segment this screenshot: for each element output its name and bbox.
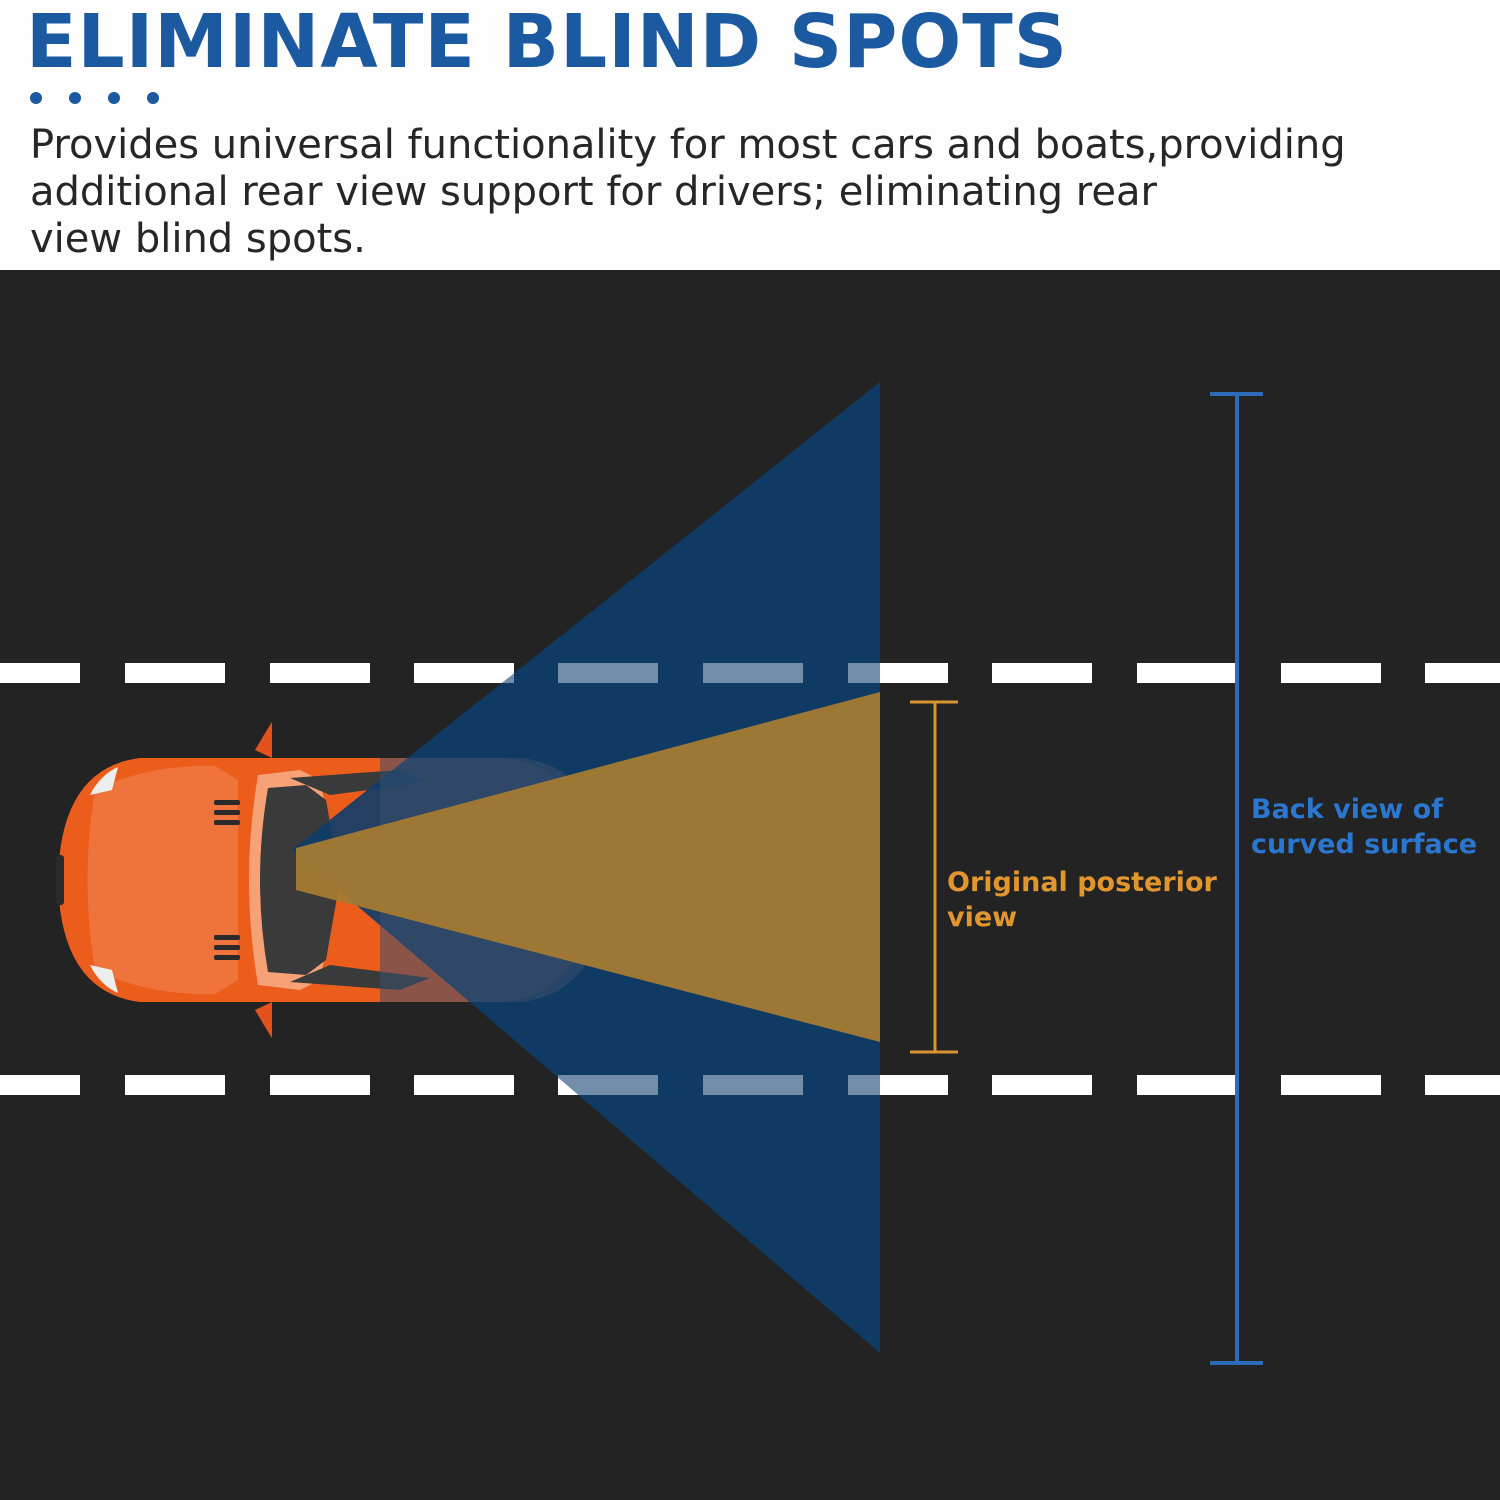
dot <box>69 92 81 104</box>
lane-line-through-cone <box>414 663 880 1095</box>
original-view-label: Original posterior view <box>947 865 1217 935</box>
label-line: view <box>947 902 1018 933</box>
curved-view-label: Back view of curved surface <box>1251 792 1477 862</box>
original-view-cone <box>296 692 880 1042</box>
decorative-dots <box>30 92 159 104</box>
dot <box>108 92 120 104</box>
curved-view-bracket <box>1210 392 1263 1365</box>
label-line: Original posterior <box>947 867 1217 898</box>
header: ELIMINATE BLIND SPOTS Provides universal… <box>0 0 1500 270</box>
description-line: view blind spots. <box>30 216 366 262</box>
original-view-bracket <box>910 700 958 1054</box>
road-diagram <box>0 270 1500 1500</box>
dot <box>30 92 42 104</box>
dot <box>147 92 159 104</box>
description-line: additional rear view support for drivers… <box>30 169 1157 215</box>
label-line: Back view of <box>1251 794 1443 825</box>
label-line: curved surface <box>1251 829 1478 860</box>
description-line: Provides universal functionality for mos… <box>30 122 1346 168</box>
page-title: ELIMINATE BLIND SPOTS <box>26 0 1069 85</box>
road-scene: Original posterior view Back view of cur… <box>0 270 1500 1500</box>
description: Provides universal functionality for mos… <box>30 122 1360 263</box>
